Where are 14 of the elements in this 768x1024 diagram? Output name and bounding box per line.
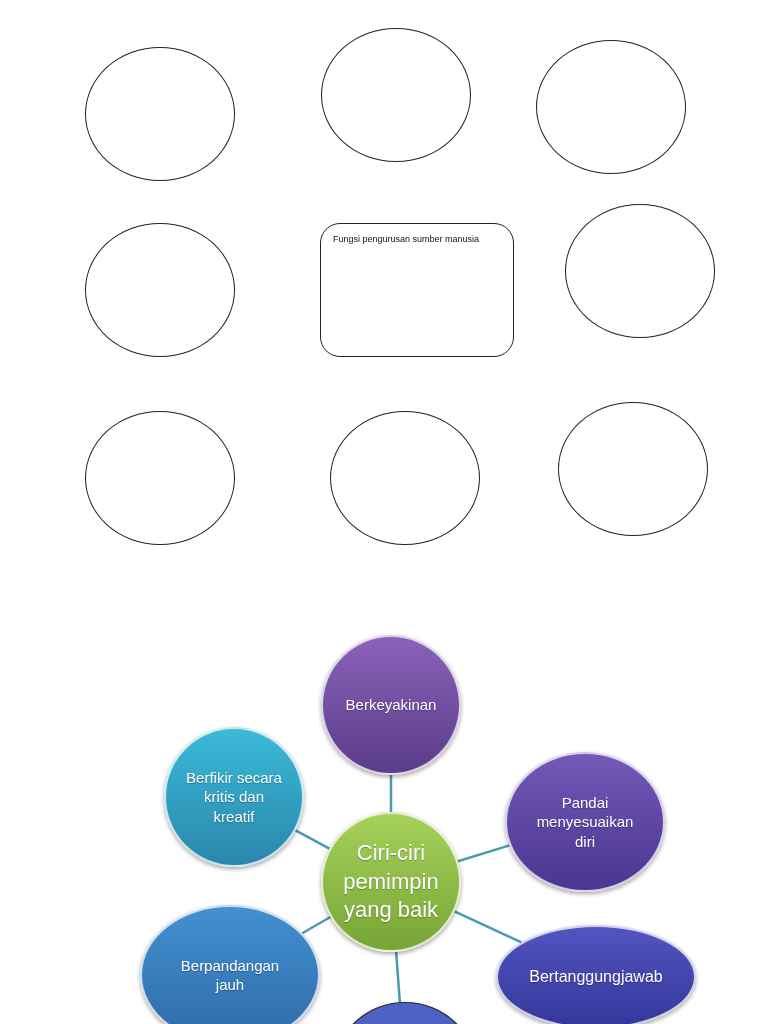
node-text: Ciri-ciri pemimpin yang baik bbox=[342, 839, 440, 925]
connector-line bbox=[389, 775, 393, 812]
node-text: Berkeyakinan bbox=[345, 695, 437, 715]
connector-line bbox=[457, 844, 510, 863]
node-text: Pandai menyesuaikan diri bbox=[535, 792, 635, 852]
node-text: Fungsi pengurusan sumber manusia bbox=[333, 234, 480, 246]
node-text: Bertanggungjawab bbox=[529, 966, 663, 987]
connector-line bbox=[394, 951, 402, 1003]
node-text: Berfikir secara kritis dan kreatif bbox=[185, 767, 283, 827]
connector-line bbox=[294, 829, 331, 850]
node-text: Berpandangan jauh bbox=[179, 955, 281, 995]
connector-line bbox=[301, 915, 331, 935]
rounded-box bbox=[320, 223, 514, 357]
connector-line bbox=[454, 910, 522, 944]
